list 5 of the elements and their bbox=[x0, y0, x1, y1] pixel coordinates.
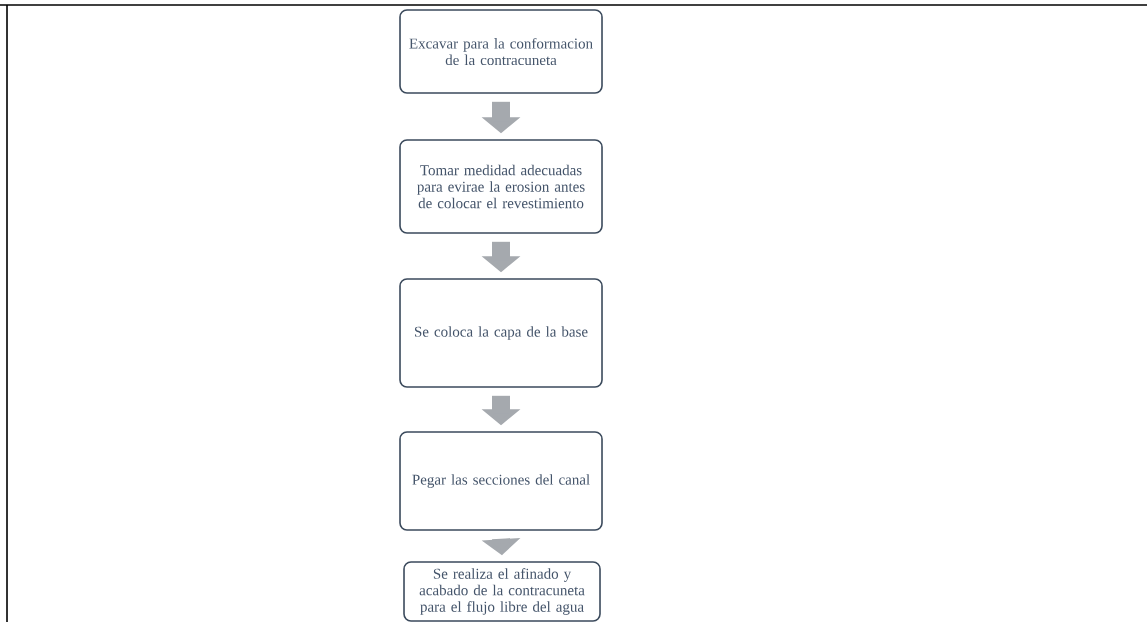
process-box: Se realiza el afinado y acabado de la contracuneta para el flujo libre del agua bbox=[403, 561, 601, 622]
process-box: Se coloca la capa de la base bbox=[399, 278, 603, 388]
process-box: Pegar las secciones del canal bbox=[399, 431, 603, 531]
process-box: Excavar para la conformacion de la contracuneta bbox=[399, 9, 603, 94]
process-box: Tomar medidad adecuadas para evirae la erosion antes de colocar el revestimiento bbox=[399, 139, 603, 234]
